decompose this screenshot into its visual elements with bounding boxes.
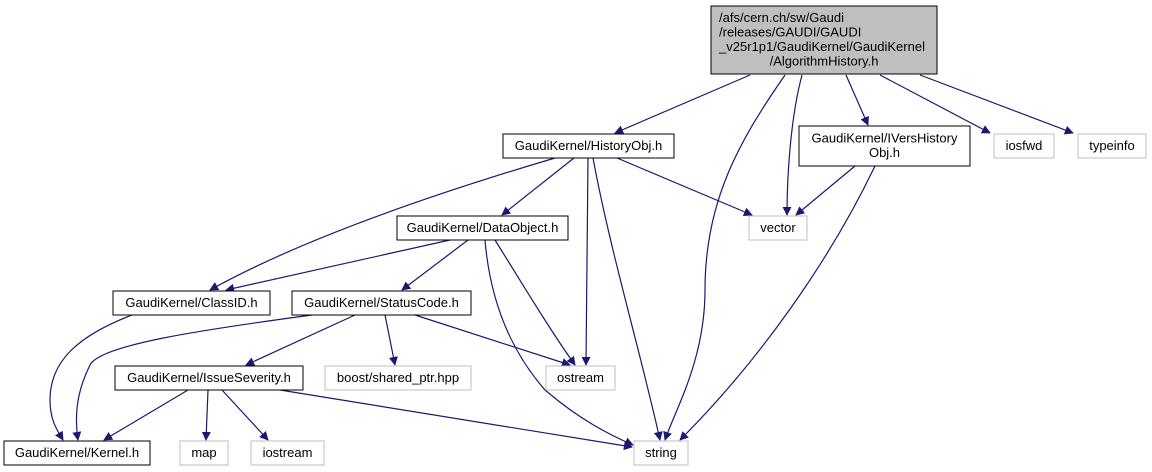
node-label: GaudiKernel/IVersHistory — [812, 131, 958, 146]
edge-historyobj-to-string — [592, 157, 663, 441]
edge-dataobject-to-ostream — [494, 239, 576, 366]
edge-statuscode-to-kernel — [72, 314, 313, 441]
edge-root-to-string — [663, 74, 786, 441]
node-label: GaudiKernel/DataObject.h — [407, 220, 559, 235]
edge-root-to-typeinfo — [919, 74, 1074, 135]
node-iosfwd: iosfwd — [993, 133, 1055, 159]
edge-statuscode-to-issueseverity — [245, 314, 356, 366]
edge-ivershistoryobj-to-vector — [795, 165, 856, 216]
node-box — [396, 215, 569, 241]
edge-root-to-iosfwd — [879, 74, 991, 134]
edge-issueseverity-to-map — [201, 389, 211, 441]
node-kernel[interactable]: GaudiKernel/Kernel.h — [3, 440, 151, 466]
node-box — [798, 125, 971, 167]
node-box — [324, 365, 472, 391]
node-issueseverity[interactable]: GaudiKernel/IssueSeverity.h — [114, 365, 304, 391]
edge-statuscode-to-shared_ptr — [384, 314, 398, 366]
node-statuscode[interactable]: GaudiKernel/StatusCode.h — [291, 290, 472, 316]
node-label: map — [191, 445, 216, 460]
node-label: string — [645, 445, 677, 460]
edge-issueseverity-to-string — [279, 389, 633, 451]
node-box — [748, 215, 808, 241]
nodes: /afs/cern.ch/sw/Gaudi/releases/GAUDI/GAU… — [3, 5, 1147, 466]
node-box — [179, 440, 229, 466]
node-box — [633, 440, 689, 466]
edge-dataobject-to-classid — [225, 239, 451, 293]
node-box — [710, 5, 938, 75]
node-label: typeinfo — [1089, 138, 1135, 153]
node-label: iostream — [263, 445, 313, 460]
node-box — [291, 290, 472, 316]
node-box — [502, 133, 675, 159]
node-classid[interactable]: GaudiKernel/ClassID.h — [112, 290, 271, 316]
node-shared_ptr: boost/shared_ptr.hpp — [324, 365, 472, 391]
node-label: GaudiKernel/HistoryObj.h — [515, 138, 662, 153]
edge-dataobject-to-statuscode — [401, 239, 469, 291]
node-box — [993, 133, 1055, 159]
edge-historyobj-to-classid — [209, 157, 556, 291]
edge-root-to-vector — [782, 74, 803, 216]
node-vector: vector — [748, 215, 808, 241]
node-label: GaudiKernel/ClassID.h — [125, 295, 257, 310]
node-label: GaudiKernel/IssueSeverity.h — [127, 370, 291, 385]
node-string: string — [633, 440, 689, 466]
node-map: map — [179, 440, 229, 466]
node-label: vector — [760, 220, 796, 235]
node-root[interactable]: /afs/cern.ch/sw/Gaudi/releases/GAUDI/GAU… — [710, 5, 938, 75]
edge-historyobj-to-ostream — [581, 157, 591, 366]
node-label: GaudiKernel/Kernel.h — [15, 445, 139, 460]
edge-historyobj-to-dataobject — [501, 157, 575, 216]
edge-root-to-ivershistoryobj — [845, 74, 869, 126]
edge-dataobject-to-string — [484, 239, 634, 446]
node-label: iosfwd — [1006, 138, 1043, 153]
edge-classid-to-kernel — [49, 314, 133, 441]
edge-ivershistoryobj-to-string — [679, 165, 876, 441]
node-box — [250, 440, 325, 466]
node-box — [3, 440, 151, 466]
edges — [49, 74, 1074, 451]
node-label: GaudiKernel/StatusCode.h — [304, 295, 459, 310]
node-iostream: iostream — [250, 440, 325, 466]
node-box — [545, 365, 616, 391]
edge-issueseverity-to-iostream — [221, 389, 269, 441]
node-label: ostream — [557, 370, 604, 385]
node-label: _v25r1p1/GaudiKernel/GaudiKernel — [718, 39, 925, 54]
edge-root-to-historyobj — [614, 74, 751, 134]
node-label: Obj.h — [869, 145, 900, 160]
node-dataobject[interactable]: GaudiKernel/DataObject.h — [396, 215, 569, 241]
node-ostream: ostream — [545, 365, 616, 391]
node-historyobj[interactable]: GaudiKernel/HistoryObj.h — [502, 133, 675, 159]
node-label: /AlgorithmHistory.h — [770, 54, 879, 69]
edge-issueseverity-to-kernel — [103, 389, 189, 441]
node-box — [112, 290, 271, 316]
edge-historyobj-to-vector — [616, 157, 753, 216]
node-label: /afs/cern.ch/sw/Gaudi — [719, 10, 844, 25]
node-box — [114, 365, 304, 391]
node-box — [1077, 133, 1147, 159]
node-typeinfo: typeinfo — [1077, 133, 1147, 159]
node-label: /releases/GAUDI/GAUDI — [719, 25, 861, 40]
node-label: boost/shared_ptr.hpp — [337, 370, 459, 385]
edge-statuscode-to-ostream — [414, 314, 571, 367]
